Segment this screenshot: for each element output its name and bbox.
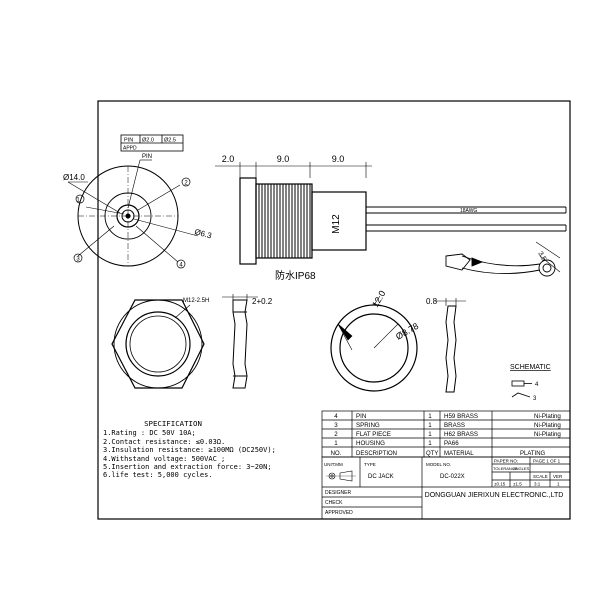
tb-approved: APPROVED [325,510,353,516]
side-dim-flange: 2.0 [222,154,235,164]
pin-table-col2: Ø2.0 [142,138,154,144]
washer-thickness: 0.8 [426,297,438,306]
schematic-pin-3: 3 [533,396,537,402]
nut-thickness: 2+0.2 [252,297,273,306]
tb-company: DONGGUAN JIERIXUN ELECTRONIC.,LTD [425,492,564,499]
spec-line-3: 3.Insulation resistance: ≥100MΩ (DC250V)… [103,446,276,455]
front-callout-4: 4 [179,263,183,269]
spec-line-1: 1.Rating : DC 50V 10A; [103,429,196,438]
pin-table [120,134,184,152]
washer-side-view [436,298,466,393]
parts-row-2-no: 3 [334,422,338,429]
tb-model-value: DC-022X [440,474,465,480]
front-callout-2: 2 [184,181,188,187]
parts-row-1-desc: PIN [356,413,366,420]
thread-lines [258,184,311,258]
pin-table-col1: PIN [124,138,133,144]
nut-thread-label: M12-2.5H [183,298,209,304]
parts-row-1-plating: Ni-Plating [534,413,561,420]
tb-tol-value: ±0.15 [494,482,506,487]
parts-row-3-qty: 1 [428,431,432,438]
parts-header-no: NO. [331,451,342,457]
parts-row-1-material: H59 BRASS [444,413,478,420]
parts-row-2-material: BRASS [444,422,465,429]
tb-angles-label: ANGLES [513,466,530,471]
parts-header-qty: QTY [426,451,438,457]
side-dim-thread: 9.0 [277,154,290,164]
tb-ver-label: VER [553,474,563,479]
front-pin-label: PIN [142,154,152,160]
tb-type-value: DC JACK [368,474,394,480]
title-block-grid [321,456,571,520]
side-dim-rear: 9.0 [332,154,345,164]
specification-title: SPECIFICATION [144,419,202,428]
parts-header-plating: PLATING [520,451,546,457]
tb-model-label: MODEL NO. [426,462,451,467]
side-waterproof-label: 防水IP68 [275,269,316,282]
schematic-symbol [511,380,532,398]
side-view [215,162,567,265]
parts-table-grid [321,410,571,458]
front-view [67,159,199,269]
tb-tolerance-label: TOLERANCE [493,466,518,471]
tb-check: CHECK [325,500,343,506]
parts-row-4-material: PA66 [444,440,459,447]
schematic-pin-4: 4 [535,382,539,388]
parts-row-3-plating: Ni-Plating [534,431,561,438]
tb-unit-label: UNIT:MM [324,462,343,467]
parts-header-desc: DESCRIPTION [356,451,397,457]
contact-detail [445,241,561,277]
parts-row-4-no: 1 [334,440,338,447]
parts-row-3-material: H62 BRASS [444,431,478,438]
parts-row-2-desc: SPRING [356,422,380,429]
washer-front-view [330,295,418,392]
tb-page-label: PAGE 1 OF 1 [533,459,561,464]
projection-symbol [326,470,356,482]
specification-block: SPECIFICATION 1.Rating : DC 50V 10A; 2.C… [103,419,276,480]
tb-scale-label: SCALE [533,474,548,479]
tb-designer: DESIGNER [325,490,352,496]
parts-row-3-desc: FLAT PIECE [356,431,391,438]
spec-line-4: 4.Withstand voltage: 500VAC ; [103,454,226,463]
tb-scale-value: 3:1 [534,482,541,487]
parts-row-1-no: 4 [334,413,338,420]
side-wire-label: 18AWG [460,208,477,214]
nut-side-view [222,294,258,389]
pin-table-col3: Ø2.5 [164,138,176,144]
front-outer-diameter: Ø14.0 [63,173,85,182]
spec-line-5: 5.Insertion and extraction force: 3~20N; [103,463,272,472]
parts-row-1-qty: 1 [428,413,432,420]
tb-type-label: TYPE [364,462,376,467]
parts-row-4-qty: 1 [428,440,432,447]
side-thread-label: M12 [331,214,342,234]
pin-table-row2: APPD [123,146,137,152]
tb-angle-value: ±1.5 [513,482,522,487]
parts-row-3-no: 2 [334,431,338,438]
tb-paper-label: PAPER NO: [494,459,518,464]
schematic-title: SCHEMATIC [510,364,551,371]
front-inner-diameter: Ø6.3 [193,227,213,240]
parts-row-4-desc: HOUSING [356,440,385,447]
front-callout-3: 3 [76,257,80,263]
parts-row-2-qty: 1 [428,422,432,429]
nut-front-view [111,299,205,389]
parts-header-material: MATERIAL [444,451,474,457]
contact-dim: 3.5 [536,251,547,263]
front-callout-1: 1 [76,198,80,204]
spec-line-2: 2.Contact resistance: ≤0.03Ω. [103,437,226,446]
tb-ver-value: 1 [557,482,560,487]
spec-line-6: 6.life test: 5,000 cycles. [103,471,213,480]
parts-row-2-plating: Ni-Plating [534,422,561,429]
